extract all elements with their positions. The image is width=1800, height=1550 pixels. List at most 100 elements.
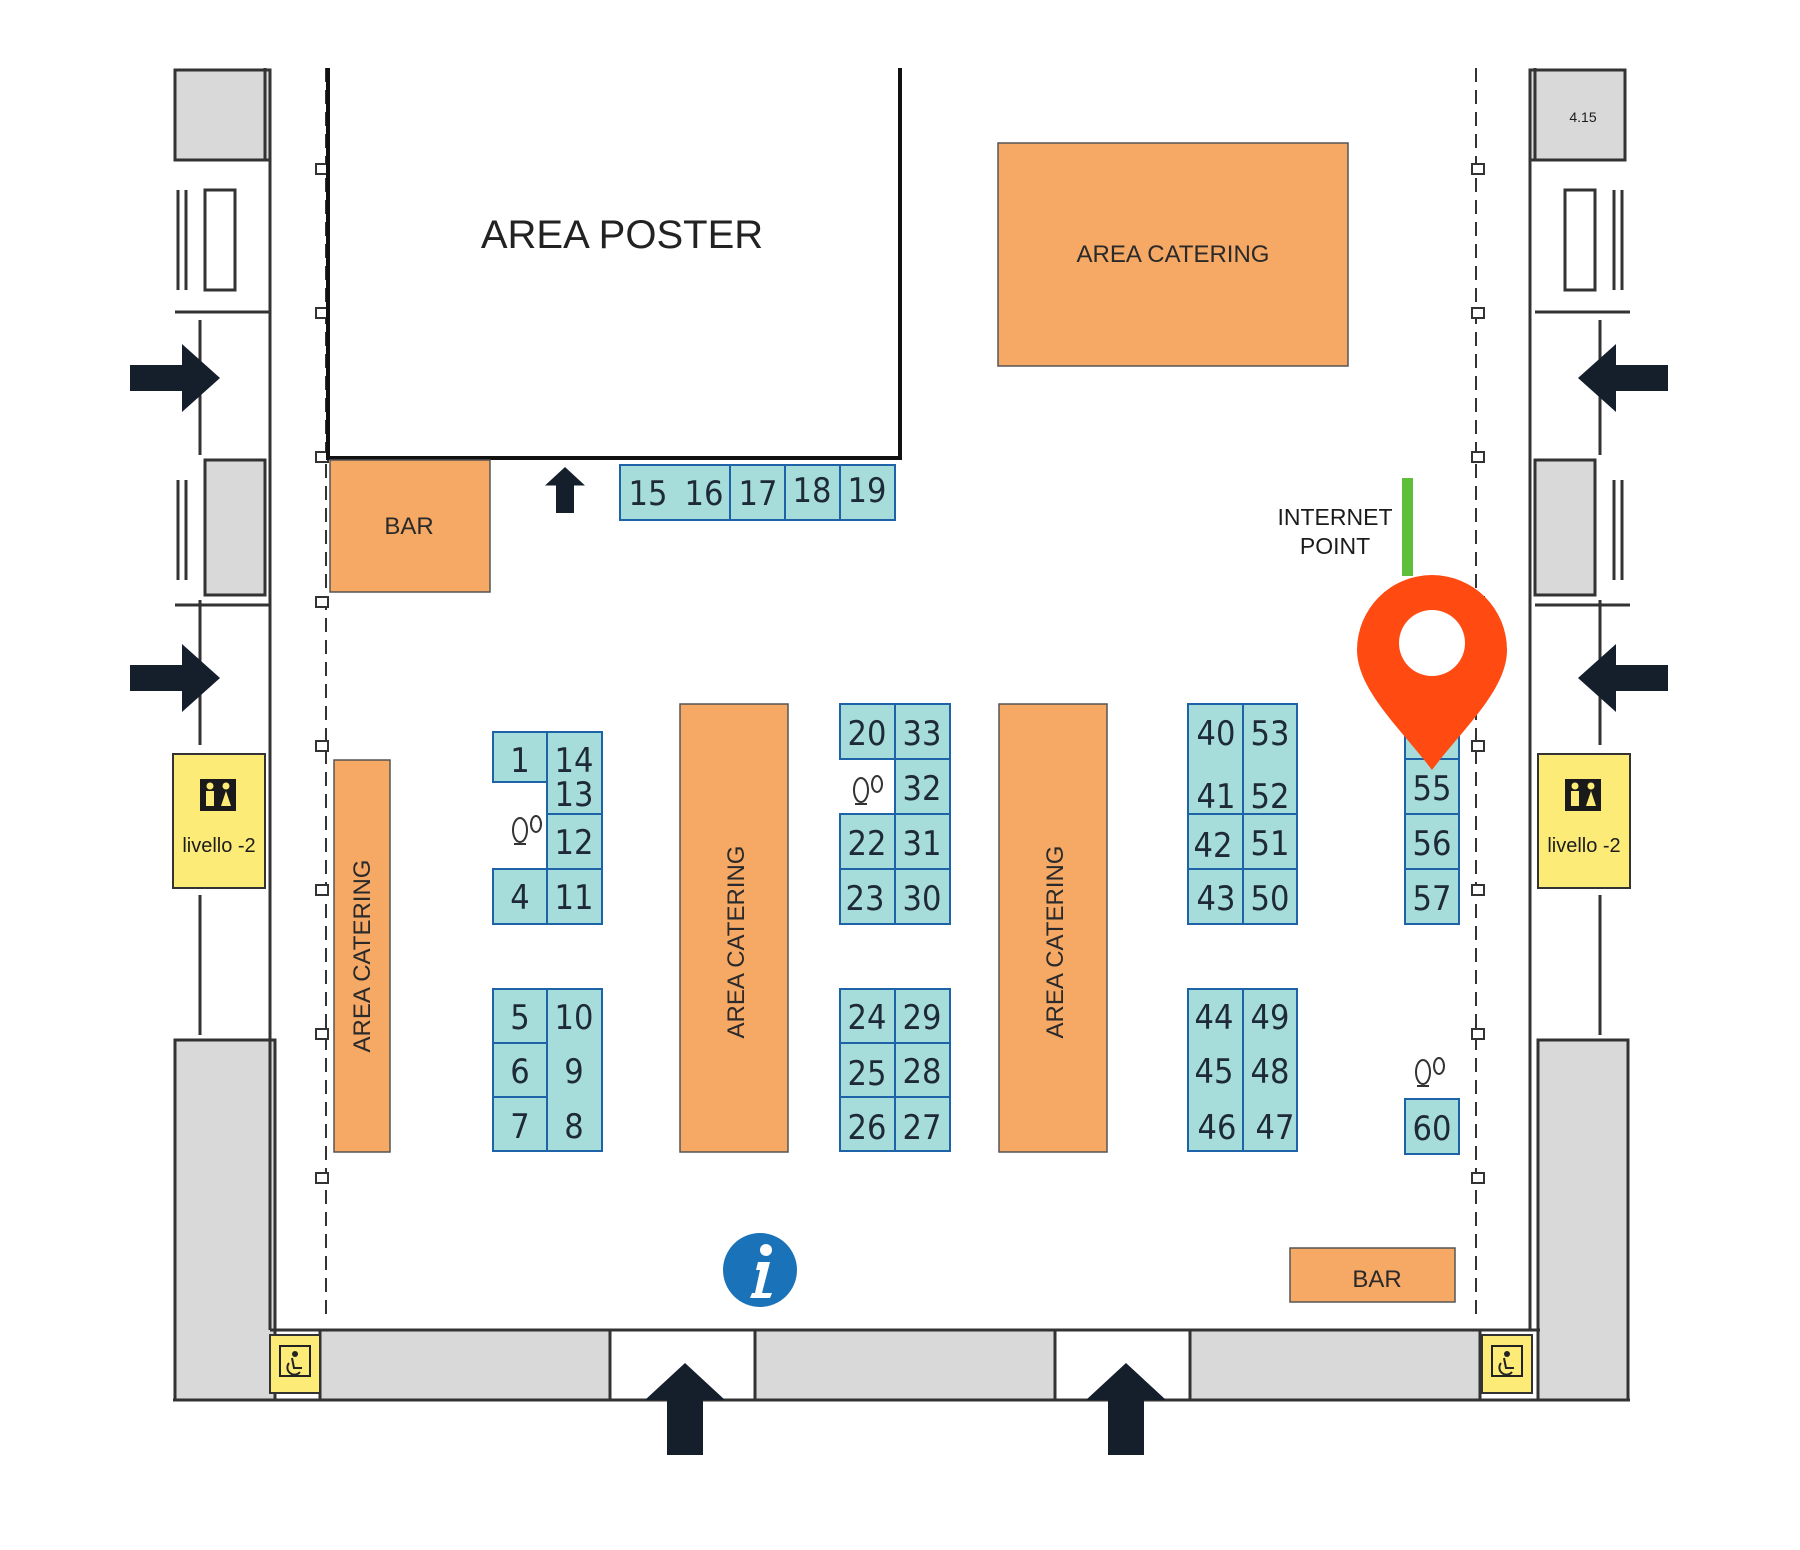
catering-label: AREA CATERING — [349, 860, 376, 1053]
booth-7[interactable]: 7 — [510, 1107, 529, 1147]
booth-11[interactable]: 11 — [555, 878, 594, 918]
booth-1[interactable]: 1 — [510, 741, 529, 781]
dimension-label: 4.15 — [1569, 109, 1596, 125]
entrance-arrow-icon — [1578, 644, 1668, 712]
entrance-arrow-icon — [1578, 344, 1668, 412]
catering-label: AREA CATERING — [723, 846, 750, 1039]
bottom-wall-block — [1188, 1328, 1482, 1402]
booth-32[interactable]: 32 — [903, 769, 942, 809]
bottom-wall-block — [318, 1328, 612, 1402]
internet-point-label-line2: POINT — [1300, 533, 1370, 559]
building-walls — [173, 68, 1630, 1402]
entrance-arrow-icon — [130, 644, 220, 712]
booth-10[interactable]: 10 — [555, 998, 594, 1038]
footprints-icon — [1415, 1057, 1445, 1087]
booth-46[interactable]: 46 — [1198, 1108, 1237, 1148]
catering-area-left[interactable]: AREA CATERING — [333, 759, 391, 1153]
footprints-icon — [512, 815, 542, 845]
booth-55[interactable]: 55 — [1413, 769, 1452, 809]
restroom-right[interactable]: livello -2 — [1537, 753, 1631, 889]
booth-outlines — [492, 464, 1460, 1155]
entrance-arrow-icon — [130, 344, 220, 412]
booth-20[interactable]: 20 — [848, 714, 887, 754]
catering-area-center-right[interactable]: AREA CATERING — [998, 703, 1108, 1153]
booth-13[interactable]: 13 — [555, 775, 594, 815]
bar-top-left[interactable]: BAR — [329, 459, 491, 593]
right-wall-block — [1533, 458, 1597, 597]
booth-8[interactable]: 8 — [564, 1107, 583, 1147]
booth-16[interactable]: 16 — [685, 474, 724, 514]
booth-42[interactable]: 42 — [1194, 826, 1233, 866]
wheelchair-accessible-icon — [1481, 1334, 1533, 1394]
booth-43[interactable]: 43 — [1197, 879, 1236, 919]
booth-29[interactable]: 29 — [903, 998, 942, 1038]
booth-19[interactable]: 19 — [848, 471, 887, 511]
booth-5[interactable]: 5 — [510, 998, 529, 1038]
booth-18[interactable]: 18 — [793, 471, 832, 511]
booth-17[interactable]: 17 — [739, 474, 778, 514]
booth-9[interactable]: 9 — [564, 1052, 583, 1092]
footprints-icon — [853, 775, 883, 805]
booth-44[interactable]: 44 — [1195, 998, 1234, 1038]
booth-57[interactable]: 57 — [1413, 879, 1452, 919]
booth-40[interactable]: 40 — [1197, 714, 1236, 754]
catering-area-top[interactable]: AREA CATERING — [997, 142, 1349, 367]
bar-bottom-right[interactable]: BAR — [1289, 1247, 1456, 1303]
booth-14[interactable]: 14 — [555, 741, 594, 781]
area-poster-label: AREA POSTER — [481, 213, 763, 257]
right-wall-block — [1536, 1038, 1630, 1402]
booth-52[interactable]: 52 — [1251, 777, 1290, 817]
restroom-icon — [200, 779, 236, 811]
booth-labels: 1 14 13 12 4 11 5 10 6 9 7 8 15 16 17 18… — [510, 471, 1451, 1149]
booth-31[interactable]: 31 — [903, 824, 942, 864]
catering-label: AREA CATERING — [1042, 846, 1069, 1039]
restroom-left[interactable]: livello -2 — [172, 753, 266, 889]
booth-48[interactable]: 48 — [1251, 1052, 1290, 1092]
booth-4[interactable]: 4 — [510, 878, 529, 918]
booth-28[interactable]: 28 — [903, 1052, 942, 1092]
booth-25[interactable]: 25 — [848, 1054, 887, 1094]
booth-49[interactable]: 49 — [1251, 998, 1290, 1038]
internet-point-marker — [1402, 478, 1413, 576]
booth-50[interactable]: 50 — [1251, 879, 1290, 919]
booth-41[interactable]: 41 — [1197, 777, 1236, 817]
booth-51[interactable]: 51 — [1251, 824, 1290, 864]
booth-24[interactable]: 24 — [848, 998, 887, 1038]
catering-label: AREA CATERING — [1077, 241, 1270, 268]
booth-30[interactable]: 30 — [903, 879, 942, 919]
booth-22[interactable]: 22 — [848, 824, 887, 864]
left-wall-block — [203, 458, 267, 597]
booth-23[interactable]: 23 — [846, 879, 885, 919]
wheelchair-accessible-icon — [269, 1334, 321, 1394]
booth-45[interactable]: 45 — [1195, 1052, 1234, 1092]
booth-33[interactable]: 33 — [903, 714, 942, 754]
restroom-icon — [1565, 779, 1601, 811]
booth-60[interactable]: 60 — [1413, 1109, 1452, 1149]
catering-area-center-left[interactable]: AREA CATERING — [679, 703, 789, 1153]
booth-15[interactable]: 15 — [629, 474, 668, 514]
entrance-arrow-icon — [645, 1363, 725, 1455]
left-wall-block — [173, 1038, 277, 1402]
booth-26[interactable]: 26 — [848, 1108, 887, 1148]
entrance-arrow-icon — [1086, 1363, 1166, 1455]
internet-point-label-line1: INTERNET — [1278, 504, 1393, 530]
restroom-level-label: livello -2 — [182, 835, 255, 857]
booth-56[interactable]: 56 — [1413, 824, 1452, 864]
booth-27[interactable]: 27 — [903, 1108, 942, 1148]
right-wall-block — [1528, 68, 1627, 162]
internet-point[interactable]: INTERNET POINT — [1278, 478, 1414, 576]
location-pin-icon[interactable] — [1357, 575, 1507, 770]
booth-12[interactable]: 12 — [555, 823, 594, 863]
booth-47[interactable]: 47 — [1256, 1108, 1295, 1148]
area-poster[interactable]: AREA POSTER — [326, 68, 902, 460]
left-wall-block — [173, 68, 272, 162]
booth-6[interactable]: 6 — [510, 1052, 529, 1092]
direction-arrow-icon — [545, 467, 585, 513]
bar-label: BAR — [1352, 1266, 1401, 1293]
bottom-wall-block — [753, 1328, 1057, 1402]
restroom-level-label: livello -2 — [1547, 835, 1620, 857]
wall-lines — [173, 68, 1630, 1402]
info-icon[interactable] — [723, 1233, 797, 1307]
booth-53[interactable]: 53 — [1251, 714, 1290, 754]
